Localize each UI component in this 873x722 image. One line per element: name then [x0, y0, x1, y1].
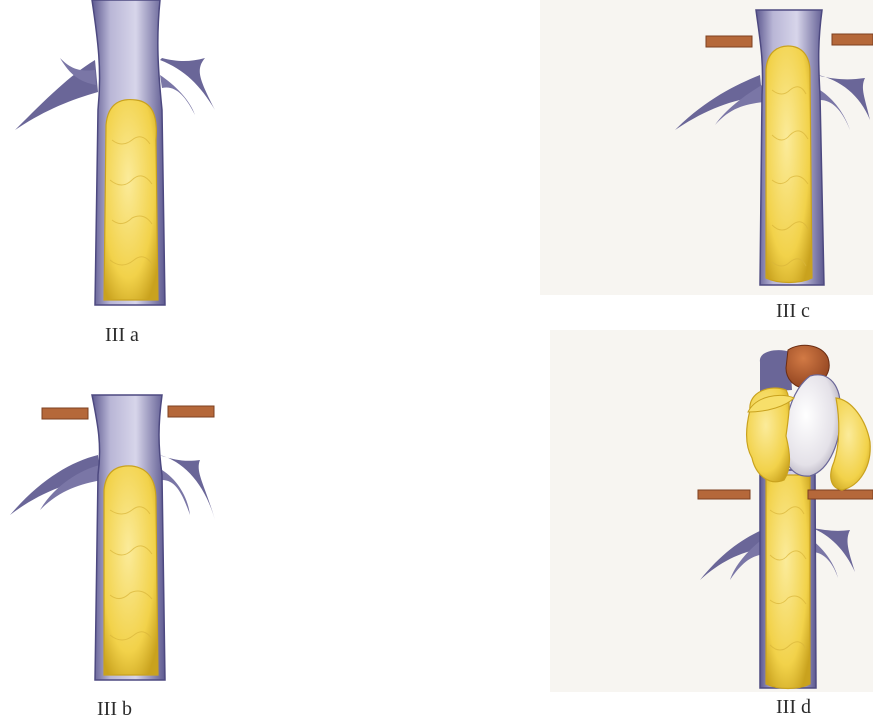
right-clamp: [808, 490, 873, 499]
panel-iii-a: III a: [0, 0, 260, 360]
thrombus: [104, 100, 158, 300]
thrombus: [766, 475, 810, 689]
left-clamp: [42, 408, 88, 419]
left-clamp: [706, 36, 752, 47]
vein-thrombus-illustration-c: [660, 0, 873, 295]
caption-iii-a: III a: [105, 324, 139, 347]
heart: [747, 345, 871, 490]
left-branch-vein: [10, 455, 100, 515]
caption-iii-b: III b: [97, 698, 132, 721]
panel-iii-d: III d: [660, 340, 873, 722]
left-clamp: [698, 490, 750, 499]
right-clamp: [168, 406, 214, 417]
caption-iii-d: III d: [776, 696, 811, 719]
heart-vein-thrombus-illustration-d: [660, 340, 873, 692]
thrombus: [766, 46, 812, 283]
thrombus: [104, 466, 158, 675]
vein-thrombus-illustration-a: [0, 0, 260, 320]
right-clamp: [832, 34, 873, 45]
vein-thrombus-illustration-b: [0, 380, 260, 690]
caption-iii-c: III c: [776, 300, 810, 323]
heart-ventricle: [783, 375, 840, 476]
panel-iii-b: III b: [0, 380, 260, 722]
right-branch-vein: [160, 455, 215, 520]
panel-iii-c: III c: [660, 0, 873, 330]
